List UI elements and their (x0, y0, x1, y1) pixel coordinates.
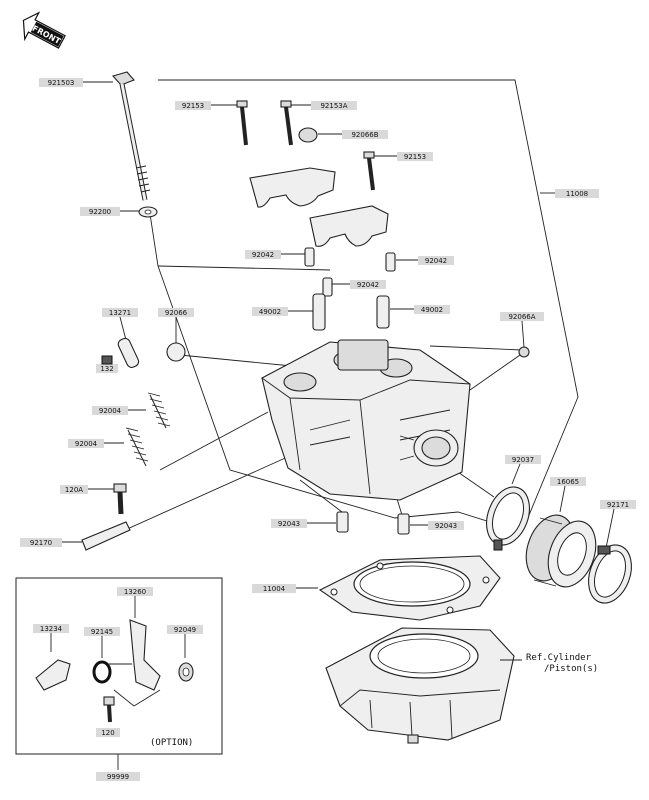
callout-92049: 92049 (174, 626, 196, 634)
callout-92042-center: 92042 (357, 281, 379, 289)
callout-92043-left: 92043 (278, 520, 300, 528)
callout-92200: 92200 (89, 208, 111, 216)
callout-99999: 99999 (107, 773, 129, 781)
camshaft-cap-lower (309, 205, 389, 247)
callout-92037: 92037 (512, 456, 534, 464)
intake-duct (525, 514, 597, 588)
dowel-92043-left (336, 511, 349, 533)
callout-120: 120 (101, 729, 114, 737)
lever-arm (129, 619, 161, 691)
option-label: (OPTION) (150, 738, 193, 748)
callout-92171: 92171 (607, 501, 629, 509)
clamp-bracket (81, 521, 131, 551)
callout-11008: 11008 (566, 190, 588, 198)
callout-49002-left: 49002 (259, 308, 281, 316)
cap-bolt-center (280, 100, 293, 146)
callout-tag (39, 78, 83, 87)
callout-92145: 92145 (91, 628, 113, 636)
plug-small (518, 346, 530, 358)
cylinder-head (261, 339, 471, 501)
callout-92066a: 92066A (508, 313, 535, 321)
callout-92153a: 92153A (320, 102, 347, 110)
bolt-120 (103, 696, 115, 723)
dowel-pin-right (385, 252, 396, 272)
valve-lifter-right (376, 295, 390, 329)
callout-132: 132 (100, 365, 113, 373)
camshaft-cap-upper (249, 167, 336, 208)
guide-pin (117, 337, 140, 368)
dowel-pin-left (304, 247, 315, 267)
intake-port (399, 429, 459, 467)
callout-92042-right: 92042 (425, 257, 447, 265)
callout-16065: 16065 (557, 478, 579, 486)
long-bolt (112, 71, 151, 201)
decompression-lever (35, 659, 71, 691)
front-arrow-badge: FRONT (22, 11, 66, 49)
callout-49002-right: 49002 (421, 306, 443, 314)
hose-clamp-large (588, 544, 632, 604)
reference-cylinder (325, 627, 515, 744)
callout-13271: 13271 (109, 309, 131, 317)
valve-lifter-left (312, 293, 326, 331)
callout-92170: 92170 (30, 539, 52, 547)
callout-92153: 92153 (182, 102, 204, 110)
dowel-92043-right (397, 513, 410, 535)
dowel-pin-center (322, 277, 333, 297)
bolt-120a (113, 483, 127, 515)
callout-120a: 120A (65, 486, 83, 494)
callout-92004-upper: 92004 (99, 407, 122, 415)
callout-921503: 921503 (48, 79, 75, 87)
callout-13260: 13260 (124, 588, 146, 596)
cap-bolt-left (236, 100, 248, 146)
rubber-plug (166, 342, 186, 362)
callout-13234: 13234 (40, 625, 63, 633)
o-ring (92, 660, 112, 684)
reference-note-line2: /Piston(s) (544, 664, 598, 674)
seal-ring (298, 127, 318, 143)
callout-92004-lower: 92004 (75, 440, 98, 448)
small-bolt (101, 355, 113, 365)
hose-clamp (486, 486, 530, 551)
callout-92066b: 92066B (351, 131, 378, 139)
callout-92153-right: 92153 (404, 153, 426, 161)
option-box (15, 577, 223, 755)
callout-11004: 11004 (263, 585, 286, 593)
spring-lower (125, 427, 149, 467)
head-gasket (318, 555, 501, 621)
spring-upper (147, 392, 171, 429)
callout-92043-right: 92043 (435, 522, 457, 530)
reference-note-line1: Ref.Cylinder (526, 653, 592, 663)
cap-bolt-right (363, 151, 375, 191)
callout-92042-left: 92042 (252, 251, 274, 259)
callout-92066: 92066 (165, 309, 188, 317)
